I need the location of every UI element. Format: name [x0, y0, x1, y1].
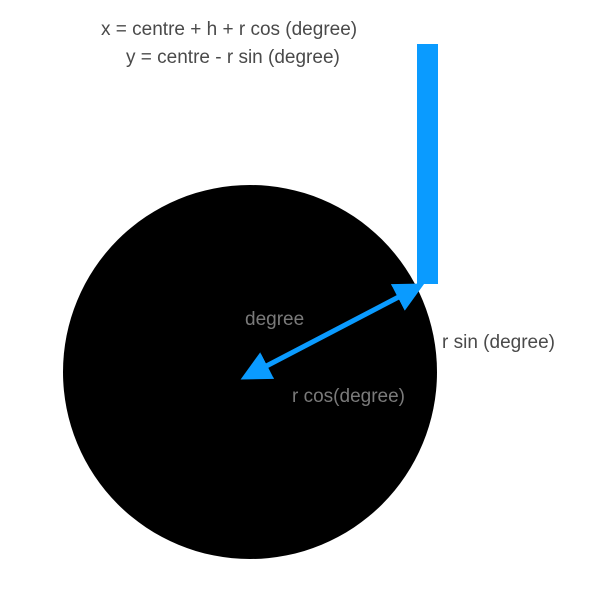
degree-label: degree	[245, 309, 305, 330]
radius-arrow	[240, 283, 425, 380]
r-cos-label: r cos(degree)	[292, 386, 405, 407]
formula-y: y = centre - r sin (degree)	[126, 47, 340, 68]
r-sin-label: r sin (degree)	[442, 332, 555, 353]
circle	[63, 185, 437, 559]
sine-bar	[417, 44, 438, 284]
formula-x: x = centre + h + r cos (degree)	[101, 19, 358, 40]
